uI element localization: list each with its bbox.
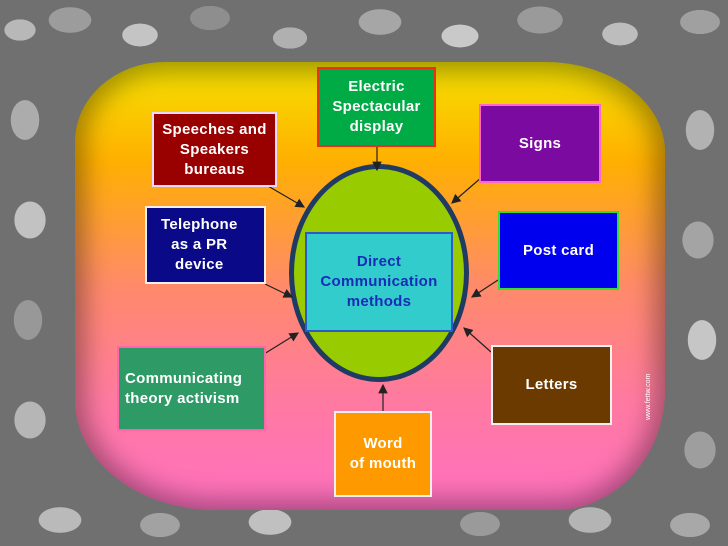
- connector-postcard: [470, 279, 499, 298]
- node-speeches: Speeches and Speakers bureaus: [152, 112, 277, 187]
- node-label: Communicating theory activism: [125, 369, 243, 407]
- center-label: Direct Communication methods: [320, 253, 438, 310]
- center-node: Direct Communication methods: [305, 232, 453, 332]
- connector-letters: [463, 327, 492, 353]
- connector-communicating: [263, 332, 300, 355]
- node-communicating-theory: Communicating theory activism: [117, 346, 266, 431]
- node-label: Speeches and Speakers bureaus: [162, 120, 267, 178]
- node-word-of-mouth: Word of mouth: [334, 411, 432, 497]
- node-label: Word of mouth: [349, 435, 417, 472]
- node-label: Post card: [522, 241, 595, 259]
- connector-signs: [451, 176, 483, 204]
- connector-speeches: [267, 185, 306, 208]
- node-label: Signs: [518, 134, 562, 152]
- node-postcard: Post card: [498, 211, 619, 290]
- node-telephone: Telephone as a PR device: [145, 206, 266, 284]
- connector-telephone: [264, 283, 294, 298]
- watermark: www.fettw.com: [645, 373, 652, 420]
- node-label: Letters: [525, 376, 578, 393]
- node-label: Telephone as a PR device: [161, 216, 238, 273]
- node-letters: Letters: [491, 345, 612, 425]
- node-label: Electric Spectacular display: [332, 78, 421, 135]
- node-signs: Signs: [479, 104, 601, 183]
- node-electric-display: Electric Spectacular display: [317, 67, 436, 147]
